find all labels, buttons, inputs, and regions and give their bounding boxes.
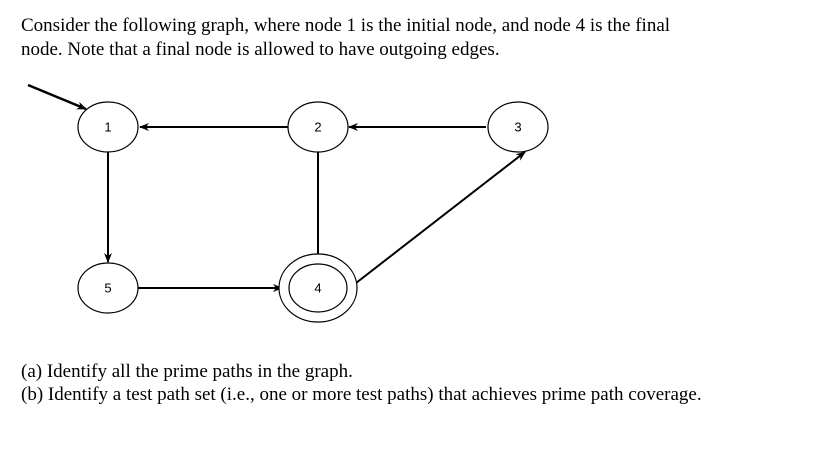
node-label: 4 bbox=[314, 281, 321, 296]
node-label: 1 bbox=[104, 120, 111, 135]
intro-text-line-1: Consider the following graph, where node… bbox=[21, 15, 671, 36]
edge-4-to-3 bbox=[355, 151, 526, 284]
node-2: 2 bbox=[287, 101, 349, 153]
question-a: (a) Identify all the prime paths in the … bbox=[21, 361, 353, 382]
initial-entry-arrow bbox=[27, 83, 87, 111]
node-label: 2 bbox=[314, 120, 321, 135]
node-5: 5 bbox=[77, 262, 139, 314]
node-label: 5 bbox=[104, 281, 111, 296]
node-4-final: 4 bbox=[278, 253, 358, 323]
node-3: 3 bbox=[487, 101, 549, 153]
question-b: (b) Identify a test path set (i.e., one … bbox=[21, 384, 702, 405]
node-label: 3 bbox=[514, 120, 521, 135]
intro-text-line-2: node. Note that a final node is allowed … bbox=[21, 39, 500, 60]
node-1: 1 bbox=[77, 101, 139, 153]
